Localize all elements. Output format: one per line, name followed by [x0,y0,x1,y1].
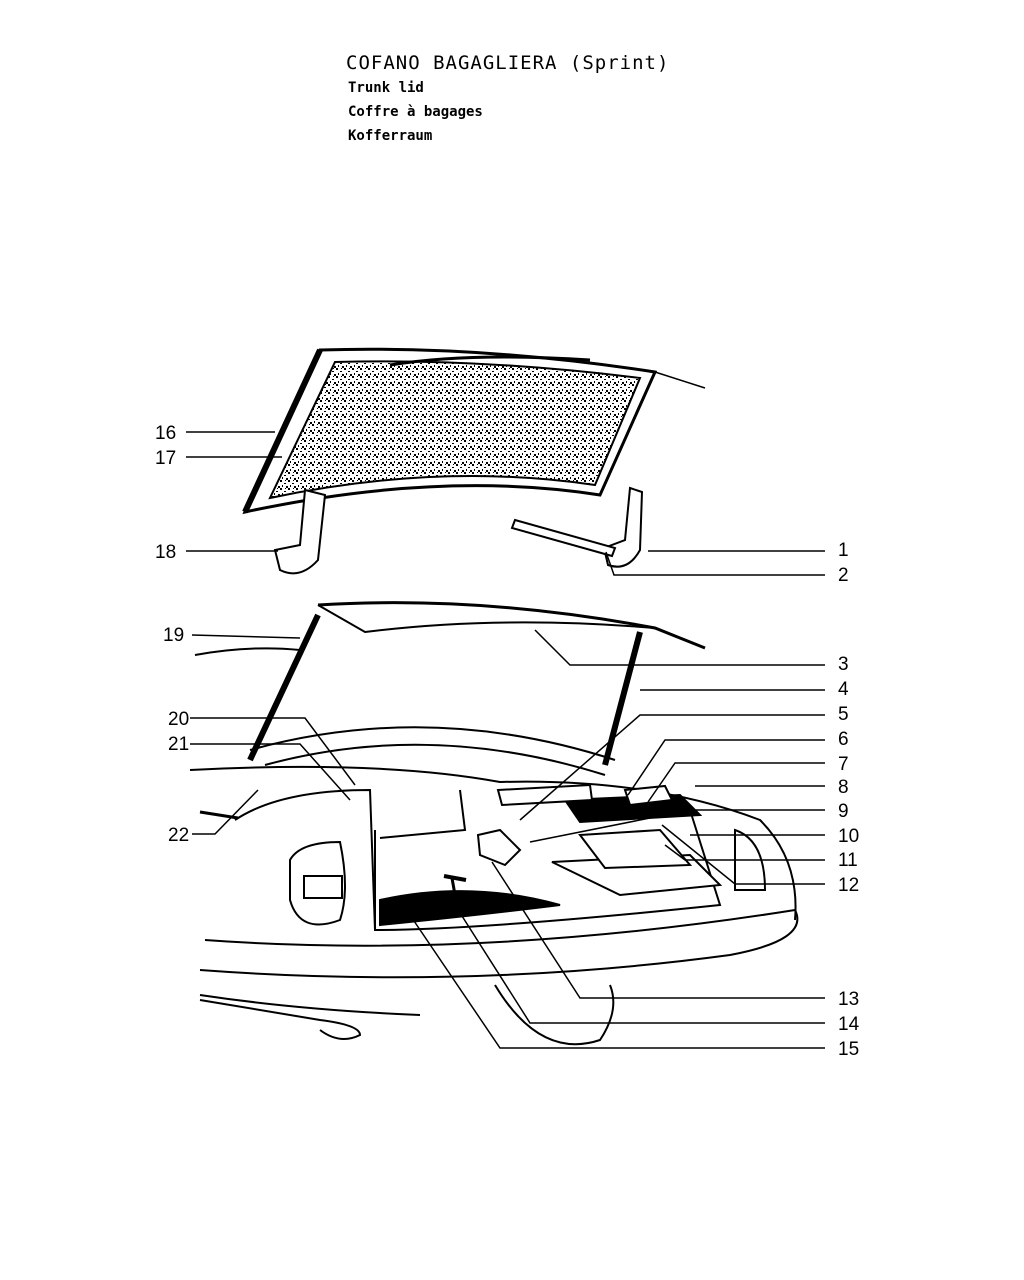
callout-1: 1 [838,540,849,561]
callout-17: 17 [155,448,176,469]
callout-10: 10 [838,826,859,847]
callout-20: 20 [168,709,189,730]
callout-15: 15 [838,1039,859,1060]
callout-21: 21 [168,734,189,755]
callout-3: 3 [838,654,849,675]
diagram-title: COFANO BAGAGLIERA (Sprint) [346,52,670,74]
callout-16: 16 [155,423,176,444]
callout-9: 9 [838,801,849,822]
callout-13: 13 [838,989,859,1010]
callout-22: 22 [168,825,189,846]
callout-14: 14 [838,1014,860,1035]
torsion-rod [510,518,617,558]
callout-6: 6 [838,729,849,750]
subtitle-german: Kofferraum [348,128,433,144]
trunk-lid-detached [242,347,706,515]
callout-19: 19 [163,625,184,646]
callout-8: 8 [838,777,849,798]
callout-18: 18 [155,542,176,563]
subtitle-french: Coffre à bagages [348,104,483,120]
leader-lines [186,431,825,1049]
callout-4: 4 [838,679,849,700]
subtitle-english: Trunk lid [348,80,424,96]
callout-12: 12 [838,875,859,896]
callout-2: 2 [838,565,849,586]
callout-11: 11 [838,850,858,871]
car-rear-body [189,601,799,1046]
callout-7: 7 [838,754,849,775]
hinge-left [273,488,327,575]
callout-5: 5 [838,704,849,725]
callout-labels: 16 17 18 1 2 19 3 4 20 5 21 6 7 8 22 9 1… [155,423,860,1060]
